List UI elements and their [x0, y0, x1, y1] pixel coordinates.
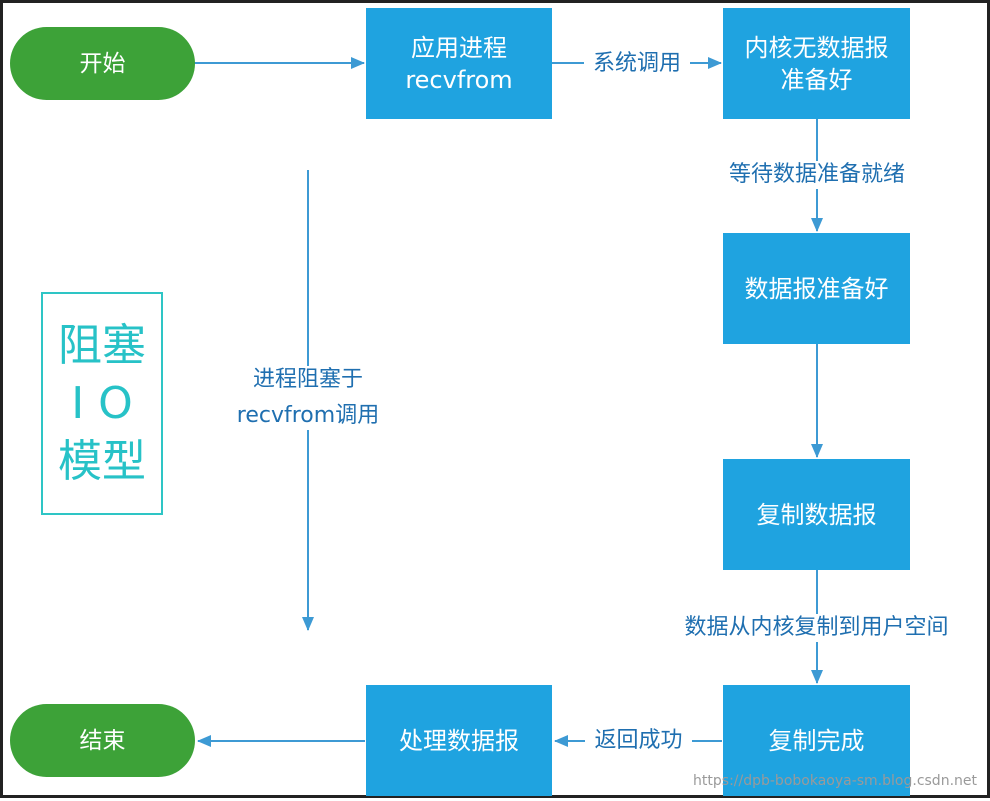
title-box: 阻塞 I O 模型 [41, 292, 163, 515]
return-success-label: 返回成功 [585, 727, 692, 755]
copy-done-label: 复制完成 [768, 726, 865, 755]
copy-to-user-label: 数据从内核复制到用户空间 [654, 614, 979, 642]
end-node: 结束 [10, 704, 195, 777]
watermark: https://dpb-bobokaoya-sm.blog.csdn.net [693, 773, 977, 789]
process-blocked-label: 进程阻塞于 recvfrom调用 [227, 366, 389, 430]
end-label: 结束 [79, 727, 126, 754]
title-line-2: I O [71, 377, 133, 429]
process-blocked-line-1: 进程阻塞于 [252, 367, 363, 392]
copy-done-node: 复制完成 [723, 685, 910, 796]
title-line-3: 模型 [58, 435, 146, 487]
app-process-line-2: recvfrom [405, 65, 513, 94]
copy-datagram-label: 复制数据报 [756, 500, 877, 529]
wait-ready-label: 等待数据准备就绪 [708, 161, 926, 189]
app-process-node: 应用进程 recvfrom [366, 8, 552, 119]
app-process-line-1: 应用进程 [411, 33, 507, 62]
kernel-no-data-line-1: 内核无数据报 [744, 33, 889, 62]
process-datagram-label: 处理数据报 [399, 726, 519, 755]
process-blocked-line-2: recvfrom调用 [236, 403, 380, 428]
kernel-no-data-line-2: 准备好 [780, 65, 853, 94]
start-node: 开始 [10, 27, 195, 100]
syscall-label: 系统调用 [584, 50, 690, 78]
start-label: 开始 [79, 50, 126, 77]
title-line-1: 阻塞 [58, 319, 146, 371]
kernel-no-data-node: 内核无数据报 准备好 [723, 8, 910, 119]
process-datagram-node: 处理数据报 [366, 685, 552, 796]
data-ready-label: 数据报准备好 [744, 274, 889, 303]
data-ready-node: 数据报准备好 [723, 233, 910, 344]
copy-datagram-node: 复制数据报 [723, 459, 910, 570]
